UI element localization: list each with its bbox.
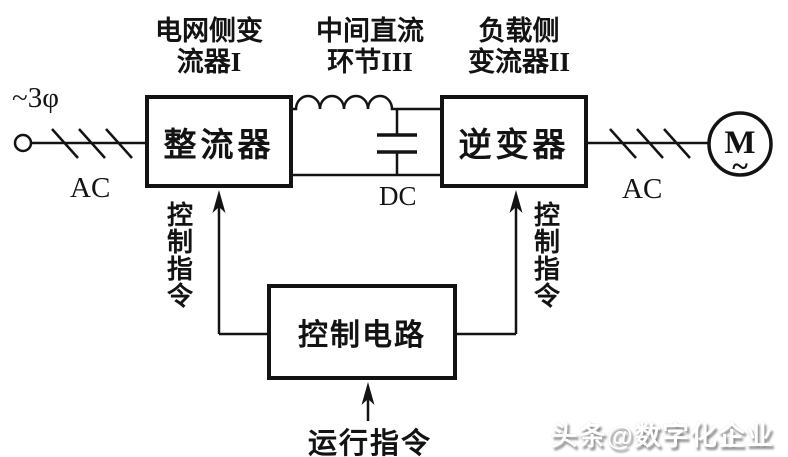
- motor-icon: [707, 111, 773, 177]
- three-phase-slashes-right-icon: [609, 128, 691, 159]
- watermark: 头条@数字化企业: [550, 421, 774, 451]
- control-signal-left-arrow: [217, 207, 267, 336]
- arrowhead-up-bottom-icon: [361, 382, 375, 405]
- control-circuit-block: 控制电路: [267, 284, 457, 380]
- control-signal-right-arrow: [457, 207, 518, 336]
- load-side-converter-heading-line2: 变流器II: [467, 47, 570, 77]
- dc-label: DC: [379, 181, 417, 211]
- three-phase-source-label: ~3φ: [12, 82, 59, 114]
- load-side-converter-heading-line1: 负载侧: [478, 16, 560, 46]
- dc-link-heading-line2: 环节III: [327, 47, 413, 77]
- inverter-block: 逆变器: [440, 95, 588, 188]
- arrowhead-up-left-icon: [212, 190, 226, 213]
- run-command-label: 运行指令: [308, 428, 433, 457]
- control-circuit-label: 控制电路: [298, 319, 426, 352]
- ac-input-label: AC: [70, 172, 111, 204]
- control-command-left-label: 控制指令: [166, 201, 193, 311]
- inductor-icon: [293, 94, 440, 111]
- capacitor-icon: [377, 109, 417, 175]
- rectifier-label: 整流器: [163, 127, 275, 164]
- arrowhead-up-right-icon: [509, 190, 523, 213]
- dc-link-heading: 中间直流 环节III: [295, 16, 445, 78]
- motor-symbol-label: M: [724, 125, 755, 161]
- supply-terminal-icon: [13, 133, 33, 153]
- control-command-right-label: 控制指令: [533, 201, 560, 311]
- load-side-converter-heading: 负载侧 变流器II: [444, 16, 594, 78]
- rectifier-block: 整流器: [145, 95, 293, 188]
- dc-link-heading-line1: 中间直流: [316, 16, 424, 46]
- inverter-label: 逆变器: [458, 127, 570, 164]
- grid-side-converter-heading-line2: 流器I: [176, 47, 242, 77]
- grid-side-converter-heading: 电网侧变 流器I: [134, 16, 284, 78]
- ac-output-label: AC: [622, 173, 663, 205]
- grid-side-converter-heading-line1: 电网侧变: [155, 16, 263, 46]
- motor-ac-wave-label: ~: [732, 150, 748, 183]
- three-phase-slashes-left-icon: [51, 128, 133, 159]
